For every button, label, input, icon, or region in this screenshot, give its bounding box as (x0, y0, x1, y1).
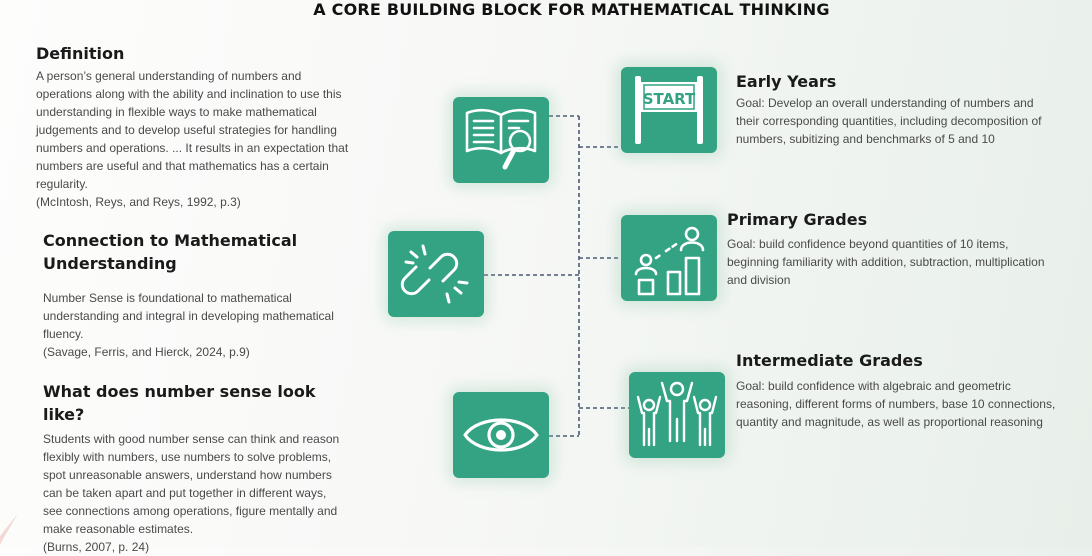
growth-chart-people-icon (634, 226, 705, 296)
connection-tile (388, 231, 484, 317)
early-years-tile: START (621, 67, 717, 153)
early-years-heading: Early Years (736, 72, 837, 91)
intermediate-grades-body: Goal: build confidence with algebraic an… (736, 379, 1056, 429)
early-years-body: Goal: Develop an overall understanding o… (736, 96, 1042, 146)
broken-link-icon (400, 244, 469, 304)
intermediate-grades-section: Intermediate Grades Goal: build confiden… (736, 349, 1056, 431)
primary-grades-tile (621, 215, 717, 301)
start-banner-text: START (643, 90, 696, 108)
looks-like-heading: What does number sense look like? (43, 382, 316, 424)
connection-citation: (Savage, Ferris, and Hierck, 2024, p.9) (43, 345, 250, 359)
connection-heading-line2: Understanding (43, 254, 177, 273)
definition-heading: Definition (36, 44, 125, 63)
connection-heading-line1: Connection to Mathematical (43, 231, 298, 250)
definition-body: A person’s general understanding of numb… (36, 69, 349, 191)
primary-grades-heading: Primary Grades (727, 210, 868, 229)
looks-like-body: Students with good number sense can thin… (43, 432, 340, 536)
intermediate-grades-tile (629, 372, 725, 458)
start-banner-icon: START (635, 76, 703, 144)
connection-body: Number Sense is foundational to mathemat… (43, 291, 334, 341)
definition-tile (453, 97, 549, 183)
primary-grades-body: Goal: build confidence beyond quantities… (727, 237, 1045, 287)
looks-like-citation: (Burns, 2007, p. 24) (43, 540, 150, 554)
definition-citation: (McIntosh, Reys, and Reys, 1992, p.3) (36, 195, 241, 209)
connection-section: Connection to Mathematical Understanding… (43, 229, 343, 361)
primary-grades-section: Primary Grades Goal: build confidence be… (727, 208, 1052, 289)
looks-like-section: What does number sense look like? Studen… (43, 380, 348, 556)
early-years-section: Early Years Goal: Develop an overall und… (736, 70, 1058, 148)
definition-section: Definition A person’s general understand… (36, 42, 356, 211)
cheering-group-icon (636, 381, 718, 447)
book-magnifier-icon (465, 108, 537, 170)
leaf-decoration (0, 513, 18, 545)
intermediate-grades-heading: Intermediate Grades (736, 351, 923, 370)
page-title: A CORE BUILDING BLOCK FOR MATHEMATICAL T… (313, 0, 830, 19)
eye-icon (463, 418, 539, 452)
looks-like-tile (453, 392, 549, 478)
